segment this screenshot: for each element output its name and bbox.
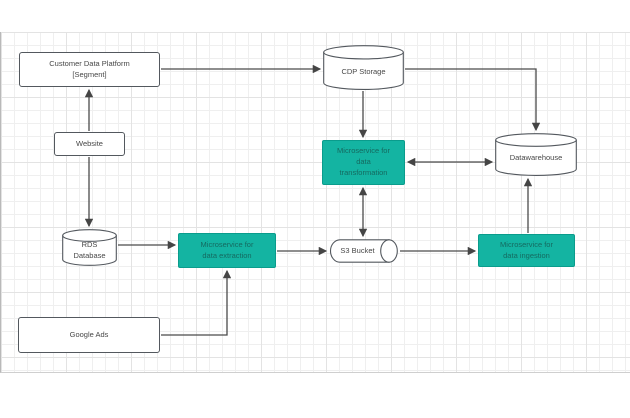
node-microservice-data-extraction-label: Microservice for xyxy=(200,239,254,249)
node-microservice-data-transformation-label2: data xyxy=(356,157,371,167)
cylinder-shape xyxy=(323,45,404,90)
horizontal-cylinder-shape xyxy=(330,239,398,263)
node-microservice-data-extraction[interactable]: Microservice for data extraction xyxy=(178,233,276,268)
node-microservice-data-ingestion-label: Microservice for xyxy=(500,239,553,249)
node-rds-database[interactable]: RDS Database xyxy=(62,229,117,266)
node-google-ads-label: Google Ads xyxy=(69,329,109,339)
node-customer-data-platform[interactable]: Customer Data Platform [Segment] xyxy=(19,52,160,87)
node-rds-database-label2: Database xyxy=(73,250,106,260)
node-datawarehouse[interactable]: Datawarehouse xyxy=(495,133,577,176)
node-datawarehouse-label: Datawarehouse xyxy=(509,152,563,162)
node-microservice-data-extraction-label2: data extraction xyxy=(202,250,252,260)
node-microservice-data-ingestion-label2: data ingestion xyxy=(503,250,550,260)
node-website-label: Website xyxy=(76,138,103,148)
node-website[interactable]: Website xyxy=(54,132,125,156)
node-s3-bucket-label: S3 Bucket xyxy=(340,245,375,255)
node-rds-database-label: RDS xyxy=(81,239,98,249)
node-cdp-storage[interactable]: CDP Storage xyxy=(323,45,404,90)
node-microservice-data-ingestion[interactable]: Microservice for data ingestion xyxy=(478,234,575,267)
cylinder-shape xyxy=(62,229,117,266)
node-cdp-storage-label: CDP Storage xyxy=(341,66,386,76)
node-customer-data-platform-label: Customer Data Platform xyxy=(49,58,130,68)
cylinder-shape xyxy=(495,133,577,176)
node-microservice-data-transformation[interactable]: Microservice for data transformation xyxy=(322,140,405,185)
node-google-ads[interactable]: Google Ads xyxy=(18,317,160,353)
node-s3-bucket[interactable]: S3 Bucket xyxy=(329,239,399,263)
node-microservice-data-transformation-label: Microservice for xyxy=(337,146,390,156)
node-customer-data-platform-label2: [Segment] xyxy=(72,69,107,79)
node-microservice-data-transformation-label3: transformation xyxy=(339,167,388,177)
